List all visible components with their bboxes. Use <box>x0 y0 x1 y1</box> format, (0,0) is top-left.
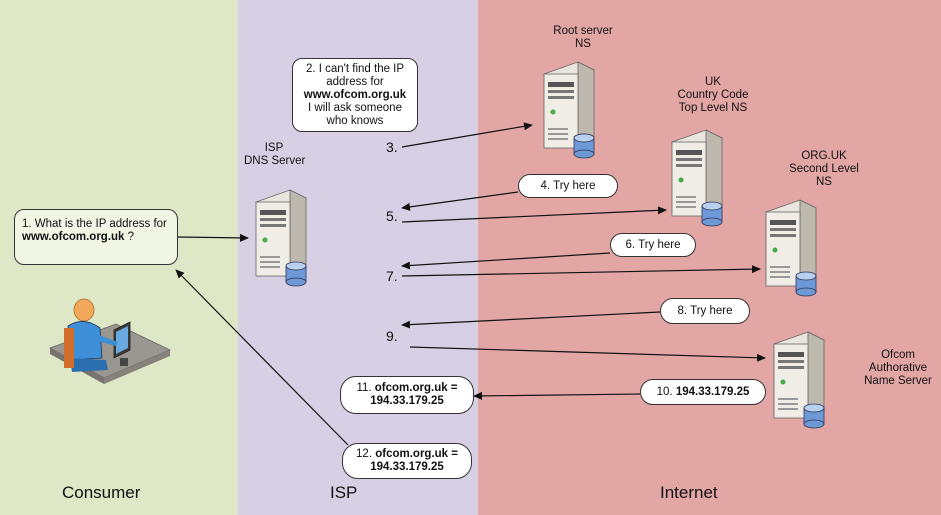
arrow-step-12 <box>175 269 349 446</box>
orguk-server-icon <box>764 199 818 297</box>
step-12-prefix: 12. <box>356 448 376 460</box>
step-4-bubble: 4. Try here <box>518 174 618 198</box>
arrow-step-9 <box>409 346 766 362</box>
step-10-ip: 194.33.179.25 <box>675 386 750 398</box>
arrow-step-8 <box>401 311 661 329</box>
step-2-domain: www.ofcom.org.uk <box>303 89 407 101</box>
step-1-line1: 1. What is the IP address for <box>22 218 167 230</box>
arrow-step-5 <box>401 206 667 223</box>
orguk-server-label-line1: ORG.UK <box>801 150 847 162</box>
arrow-step-6 <box>401 252 611 270</box>
step-11-bubble: 11. ofcom.org.uk = 194.33.179.25 <box>340 376 474 414</box>
root-server-label-line1: Root server <box>553 25 613 37</box>
step-2-isp-bubble: 2. I can't find the IP address for www.o… <box>292 58 418 132</box>
uk-server-label-line1: UK <box>705 76 721 88</box>
step-10-bubble: 10. 194.33.179.25 <box>640 379 766 405</box>
orguk-server-label: ORG.UK Second Level NS <box>784 150 864 189</box>
isp-server-label: ISP DNS Server <box>244 142 306 168</box>
arrow-step-7 <box>401 265 761 277</box>
orguk-server-label-line2: Second Level <box>789 163 859 175</box>
step-7-number: 7. <box>386 268 398 284</box>
step-2-line2: address for <box>326 76 384 88</box>
ofcom-server-icon <box>772 331 826 429</box>
isp-zone-label: ISP <box>330 483 358 502</box>
isp-server-icon <box>254 189 308 287</box>
uk-server-label-line3: Top Level NS <box>678 102 748 114</box>
step-11-prefix: 11. <box>356 382 375 394</box>
root-server-label-line2: NS <box>575 38 591 50</box>
ofcom-server-label-line3: Name Server <box>864 375 932 387</box>
user-at-computer-icon <box>49 298 171 384</box>
step-2-line4: who knows <box>326 115 384 127</box>
uk-server-label-line2: Country Code <box>677 89 749 101</box>
uk-server-icon <box>670 129 724 227</box>
root-server-icon <box>542 61 596 159</box>
step-1-line2: www.ofcom.org.uk ? <box>15 231 177 244</box>
step-12-bubble: 12. ofcom.org.uk = 194.33.179.25 <box>342 443 472 479</box>
step-5-number: 5. <box>386 208 398 224</box>
step-2-line3: I will ask someone <box>308 102 402 114</box>
orguk-server-label-line3: NS <box>816 176 832 188</box>
ofcom-server-label-line1: Ofcom <box>881 349 915 361</box>
ofcom-server-label-line2: Authorative <box>868 362 928 374</box>
isp-server-label-line2: DNS Server <box>244 155 306 167</box>
step-12-line2: 194.33.179.25 <box>370 461 444 473</box>
uk-server-label: UK Country Code Top Level NS <box>668 76 758 115</box>
isp-server-label-line1: ISP <box>264 142 284 154</box>
step-8-bubble: 8. Try here <box>660 298 750 324</box>
step-6-bubble: 6. Try here <box>610 233 696 257</box>
step-10-prefix: 10. <box>656 386 676 398</box>
consumer-zone-label: Consumer <box>62 483 141 502</box>
arrow-step-3 <box>401 122 533 148</box>
step-9-number: 9. <box>386 328 398 344</box>
step-1-suffix: ? <box>124 231 135 243</box>
step-12-line1: ofcom.org.uk = <box>375 448 458 460</box>
root-server-label: Root server NS <box>538 25 628 51</box>
internet-zone-label: Internet <box>660 483 718 502</box>
ofcom-server-label: Ofcom Authorative Name Server <box>858 349 938 388</box>
step-1-domain: www.ofcom.org.uk <box>22 231 125 243</box>
step-3-number: 3. <box>386 139 398 155</box>
step-2-line1: 2. I can't find the IP <box>305 63 405 75</box>
arrow-step-10 <box>473 391 641 400</box>
step-1-question-bubble: 1. What is the IP address for www.ofcom.… <box>14 209 178 265</box>
step-11-line1: ofcom.org.uk = <box>374 382 458 394</box>
arrow-step-4 <box>401 191 519 211</box>
step-11-line2: 194.33.179.25 <box>370 395 444 407</box>
arrow-step-1 <box>177 233 249 242</box>
